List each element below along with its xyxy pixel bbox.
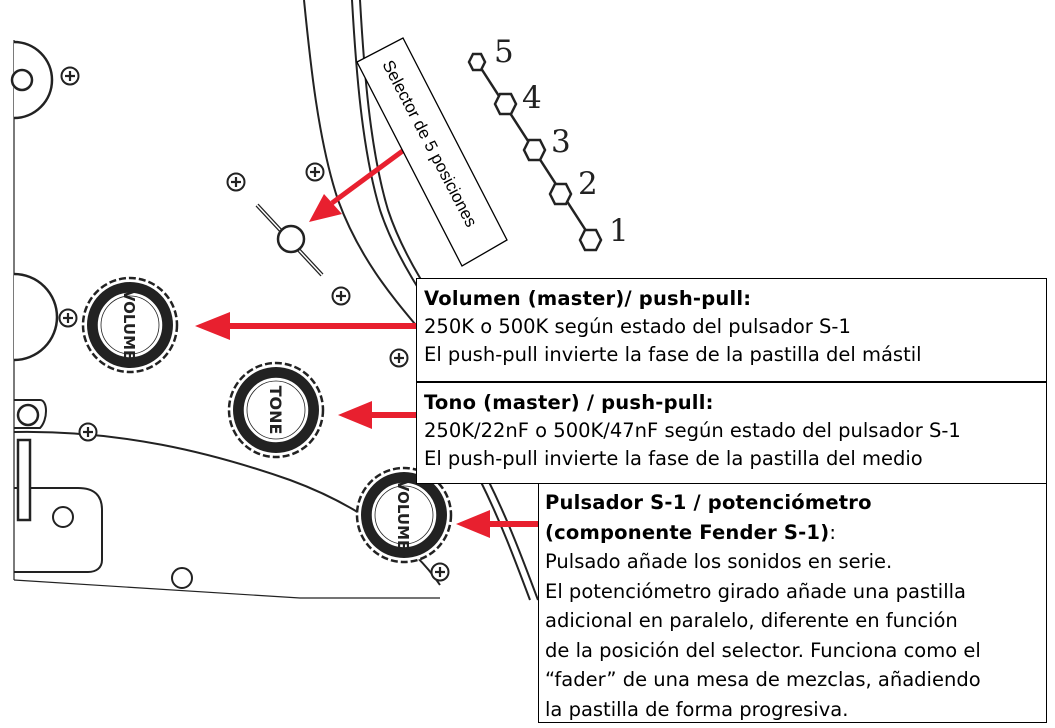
selector-position-5: 5 [494,34,514,70]
svg-text:VOLUME: VOLUME [120,290,138,360]
s1-callout-line: “fader” de una mesa de mezclas, añadiend… [545,668,981,691]
left-pots [10,40,59,522]
s1-callout: Pulsador S-1 / potenciómetro (componente… [538,483,1047,723]
s1-callout-colon: : [829,520,836,544]
volume-callout-title: Volumen (master)/ push-pull: [424,287,752,310]
volume-callout-line: 250K o 500K según estado del pulsador S-… [424,315,851,338]
tone-knob: TONE [227,361,325,459]
mount-hole [52,506,74,528]
s1-callout-line: la pastilla de forma progresiva. [545,697,849,721]
arrows [195,144,538,538]
selector-position-3: 3 [551,124,571,160]
selector-position-ladder [467,52,603,252]
tone-callout: Tono (master) / push-pull: 250K/22nF o 5… [416,382,1047,484]
selector-position-2: 2 [578,166,598,202]
volume-callout: Volumen (master)/ push-pull: 250K o 500K… [416,278,1047,382]
svg-text:TONE: TONE [266,386,285,435]
selector-position-node [578,228,603,252]
tone-callout-line: El push-pull invierte la fase de la past… [424,447,923,470]
s1-callout-line: adicional en paralelo, diferente en func… [545,609,958,632]
volume-callout-line: El push-pull invierte la fase de la past… [424,343,922,366]
selector-position-1: 1 [609,213,629,249]
s1-callout-line: de la posición del selector. Funciona co… [545,638,981,662]
selector-position-node [548,182,573,206]
selector-position-4: 4 [522,80,542,116]
volume-knob-top: VOLUME [81,276,179,374]
svg-text:VOLUME: VOLUME [394,480,412,550]
selector-position-node [522,138,547,162]
arrow-s1 [456,510,538,538]
s1-callout-line: El potenciómetro girado añade una pastil… [545,579,966,603]
mount-hole [171,567,193,589]
selector-switch-lever [255,203,324,277]
s1-callout-subtitle: (componente Fender S-1) [545,520,830,544]
arrow-selector [309,144,410,222]
tone-callout-title: Tono (master) / push-pull: [424,391,714,414]
s1-callout-line: Pulsado añade los sonidos en serie. [545,550,893,573]
volume-knob-bottom: VOLUME [355,466,453,564]
arrow-tone [338,401,416,429]
selector-position-node [467,52,487,72]
tone-callout-line: 250K/22nF o 500K/47nF según estado del p… [424,419,961,442]
arrow-volume [195,312,416,340]
selector-position-node [493,92,518,116]
s1-callout-title: Pulsador S-1 / potenciómetro [545,491,872,514]
